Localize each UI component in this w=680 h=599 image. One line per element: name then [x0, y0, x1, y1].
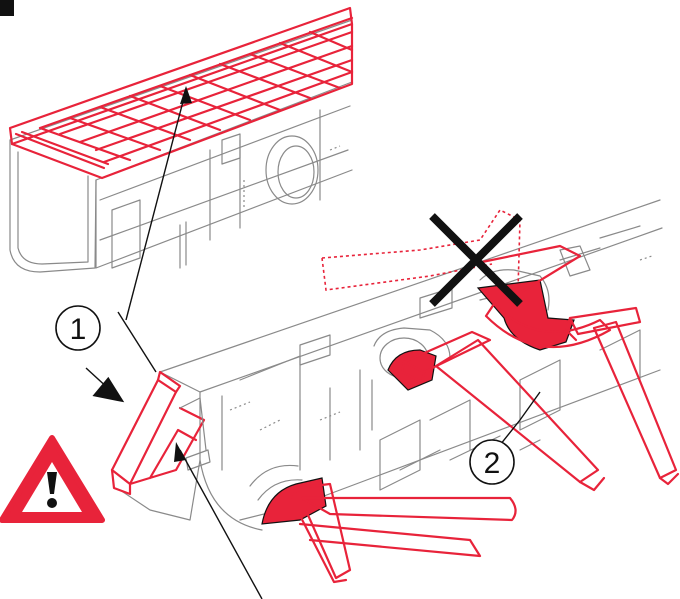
hammer-icon — [564, 306, 680, 486]
grating — [8, 6, 354, 180]
callout-label: 1 — [70, 313, 87, 346]
warning-triangle-icon — [0, 435, 105, 523]
end-cap — [110, 370, 211, 496]
hammer-icon — [400, 330, 606, 492]
prohibited-x-icon — [429, 213, 523, 307]
hammer-icon — [290, 482, 517, 584]
top-channel — [8, 6, 354, 273]
callout-1: 1 — [55, 305, 101, 351]
callout-label: 2 — [484, 447, 501, 480]
corner-mark — [0, 0, 14, 16]
callout-2: 2 — [469, 439, 515, 485]
